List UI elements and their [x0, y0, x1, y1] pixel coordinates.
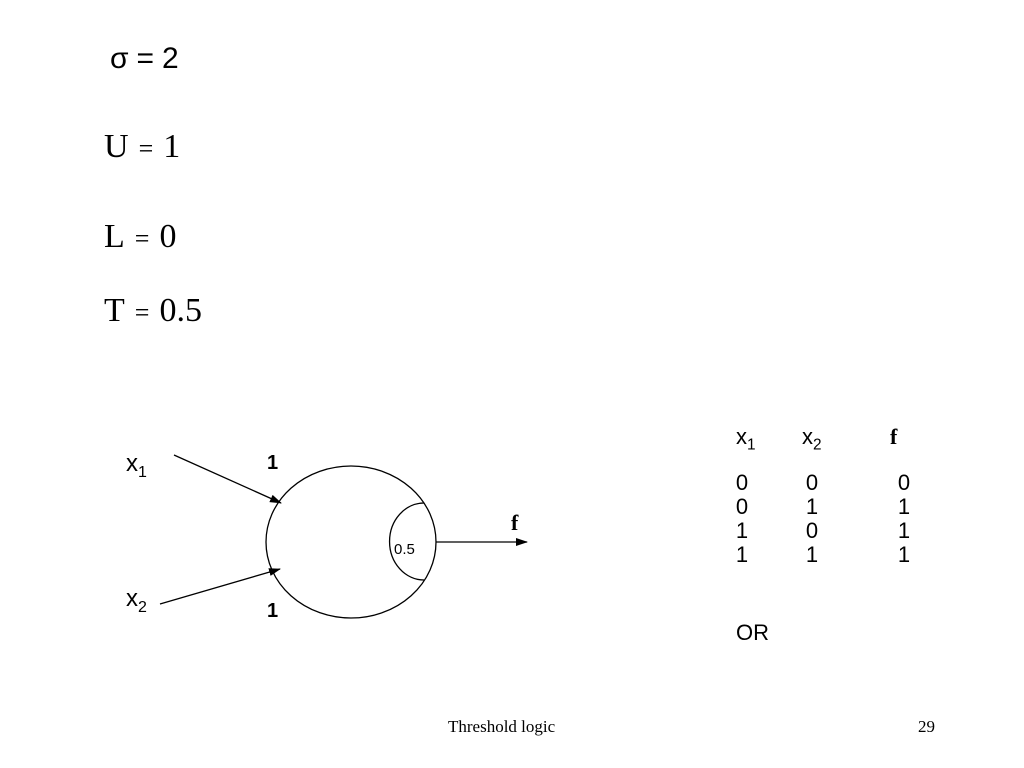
- param-value: 1: [163, 128, 181, 165]
- page-number: 29: [918, 717, 935, 736]
- param-l: L = 0: [104, 220, 176, 254]
- param-value: 2: [162, 42, 179, 75]
- equals-sign: =: [138, 134, 154, 163]
- param-symbol: U: [104, 128, 129, 165]
- table-cell: 1: [805, 542, 819, 567]
- param-u: U = 1: [104, 130, 180, 164]
- table-cell: 1: [897, 518, 911, 543]
- table-cell: 0: [735, 494, 749, 519]
- table-cell: 1: [897, 494, 911, 519]
- header-x1: x1: [736, 424, 756, 454]
- weight-2-label: 1: [267, 600, 278, 622]
- header-x2: x2: [802, 424, 822, 454]
- param-symbol: σ: [110, 42, 129, 75]
- truth-table-caption: OR: [736, 620, 769, 645]
- footer-title: Threshold logic: [448, 717, 556, 736]
- header-f: f: [890, 424, 898, 449]
- param-symbol: T: [104, 292, 125, 329]
- table-cell: 0: [805, 470, 819, 495]
- table-cell: 1: [735, 542, 749, 567]
- table-cell: 1: [897, 542, 911, 567]
- table-cell: 0: [735, 470, 749, 495]
- weight-1-label: 1: [267, 452, 278, 474]
- input-x2-arrow: [159, 568, 281, 605]
- table-cell: 1: [735, 518, 749, 543]
- input-x2-label: x2: [126, 585, 147, 616]
- param-symbol: L: [104, 218, 125, 255]
- equals-sign: =: [134, 224, 150, 253]
- output-f-label: f: [511, 510, 519, 535]
- input-x1-arrow: [173, 454, 282, 504]
- threshold-arc: [388, 502, 425, 581]
- param-value: 0: [159, 218, 177, 255]
- param-sigma: σ=2: [110, 44, 179, 74]
- table-cell: 0: [897, 470, 911, 495]
- threshold-value: 0.5: [394, 541, 415, 558]
- param-value: 0.5: [159, 292, 202, 329]
- equals-sign: =: [134, 298, 150, 327]
- equals-sign: =: [136, 42, 155, 75]
- input-x1-label: x1: [126, 450, 147, 481]
- param-t: T = 0.5: [104, 294, 202, 328]
- table-cell: 1: [805, 494, 819, 519]
- table-cell: 0: [805, 518, 819, 543]
